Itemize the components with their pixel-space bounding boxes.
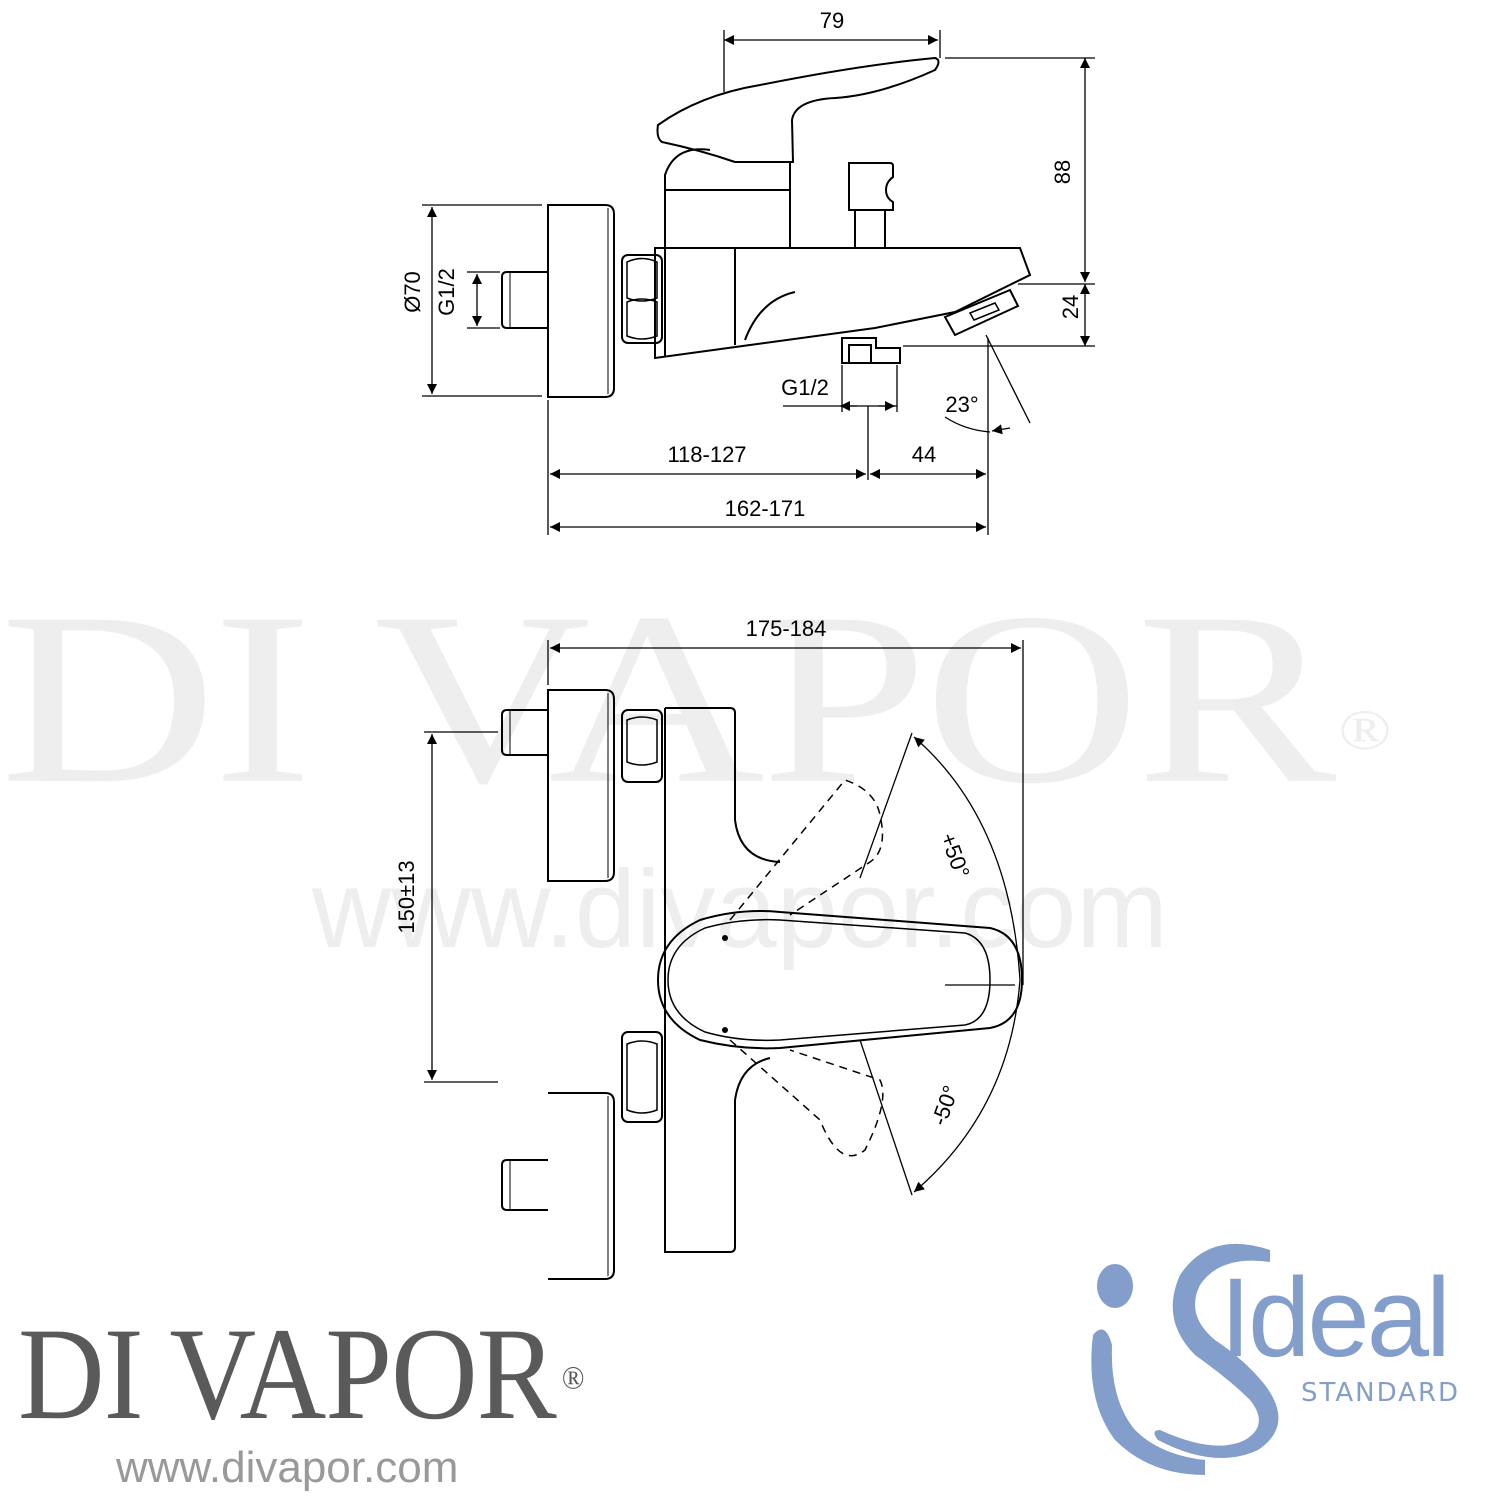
watermark-logo: DI VAPOR®: [0, 575, 1500, 821]
lever-shape: [656, 56, 940, 163]
front-view-dimension-lines: [424, 640, 1024, 1196]
divapor-logo: DI VAPOR®: [18, 1307, 585, 1440]
dim-wall-to-outlet: 118-127: [667, 442, 746, 467]
dim-outlet-thread: G1/2: [781, 375, 829, 400]
dim-lever-reach: 79: [820, 8, 844, 33]
inlet-pipe-shape: [501, 271, 548, 329]
dim-outlet-to-spout: 44: [912, 442, 936, 467]
lever-down-position: [729, 1039, 884, 1157]
dim-lever-down-angle: -50°: [926, 1082, 963, 1129]
front-view-labels: 175-184 150±13 +50° -50°: [394, 616, 975, 1129]
dim-total-projection: 162-171: [725, 496, 806, 521]
dim-rosette-diameter: Ø70: [400, 271, 425, 313]
dim-spout-outlet: 24: [1058, 295, 1083, 319]
ideal-standard-logo-word: Ideal: [1220, 1255, 1451, 1380]
dim-height: 88: [1050, 160, 1075, 184]
dim-spout-angle: 23°: [945, 392, 978, 417]
dim-inlet-thread: G1/2: [434, 268, 459, 316]
divapor-url: www.divapor.com: [116, 1443, 459, 1492]
dim-inlet-centres: 150±13: [394, 860, 419, 933]
watermark-registered-mark: ®: [1338, 698, 1391, 762]
watermark-url: www.divapor.com: [312, 848, 1168, 971]
divapor-logo-text: DI VAPOR: [18, 1300, 557, 1447]
front-view: [501, 689, 1024, 1280]
lever-front-shape: [656, 910, 1024, 1050]
dim-total-width: 175-184: [746, 616, 827, 641]
side-view: [501, 56, 1032, 398]
rosette-shape: [547, 204, 615, 398]
divapor-registered-mark: ®: [561, 1359, 585, 1396]
ideal-standard-swoosh-icon: [1091, 1243, 1279, 1475]
ideal-standard-logo-sub: STANDARD: [1301, 1378, 1461, 1408]
lever-up-position: [729, 779, 884, 921]
body-shape: [654, 247, 1032, 360]
side-view-labels: 79 88 24 Ø70 G1/2 G1/2 23° 118-127 44 16…: [400, 8, 1083, 521]
dim-lever-up-angle: +50°: [935, 829, 974, 881]
watermark-text: DI VAPOR: [0, 561, 1336, 835]
side-view-dimension-lines: [422, 30, 1095, 535]
